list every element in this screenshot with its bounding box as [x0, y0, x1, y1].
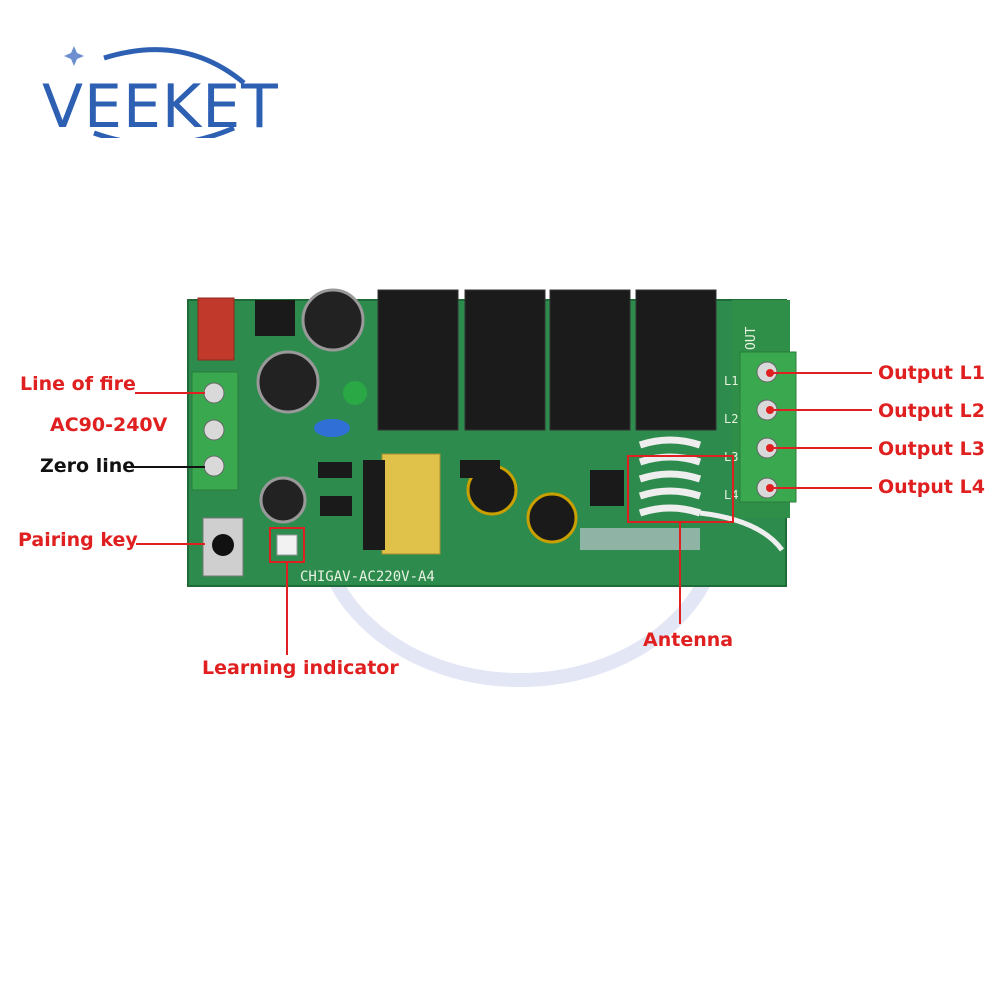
pairing-key-button: [212, 534, 234, 556]
capacitor-2: [256, 350, 320, 414]
relay-4: [635, 289, 717, 431]
label-zero-line: Zero line: [40, 455, 136, 477]
transformer: [381, 453, 441, 555]
brand-logo: VEEKET: [42, 46, 279, 142]
blue-capacitor: [314, 419, 350, 437]
terminal-label-l1: L1: [724, 374, 738, 388]
crystal: [580, 528, 700, 550]
learning-led: [276, 534, 298, 556]
label-antenna: Antenna: [643, 629, 734, 651]
label-output-l3: Output L3: [878, 438, 985, 460]
annotation-lines: [135, 372, 872, 655]
regulator: [255, 300, 295, 336]
transformer-core: [363, 460, 385, 550]
logo-text: VEEKET: [42, 72, 279, 142]
label-pairing-key: Pairing key: [18, 529, 138, 551]
smd-component: [318, 462, 352, 478]
capacitor-1: [301, 288, 365, 352]
green-capacitor: [343, 381, 367, 405]
relay-1: [377, 289, 459, 431]
capacitor-3: [259, 476, 307, 524]
label-output-l2: Output L2: [878, 400, 985, 422]
bridge-rectifier: [320, 496, 352, 516]
terminal-label-l4: L4: [724, 488, 738, 502]
annotation-dots: [766, 369, 774, 492]
fuse: [197, 297, 235, 361]
label-output-l1: Output L1: [878, 362, 985, 384]
board-out-label: OUT: [744, 326, 759, 350]
label-voltage: AC90-240V: [50, 414, 168, 436]
relay-2: [464, 289, 546, 431]
terminal-label-l2: L2: [724, 412, 738, 426]
ic-chip: [590, 470, 624, 506]
input-screws: [203, 382, 225, 477]
label-learning-indicator: Learning indicator: [202, 657, 399, 679]
label-output-l4: Output L4: [878, 476, 985, 498]
capacitor-5: [526, 492, 578, 544]
diode: [460, 460, 500, 478]
logo-swoosh: [64, 46, 246, 138]
relay-3: [549, 289, 631, 431]
board-model-text: CHIGAV-AC220V-A4: [300, 569, 435, 585]
label-line-of-fire: Line of fire: [20, 373, 136, 395]
